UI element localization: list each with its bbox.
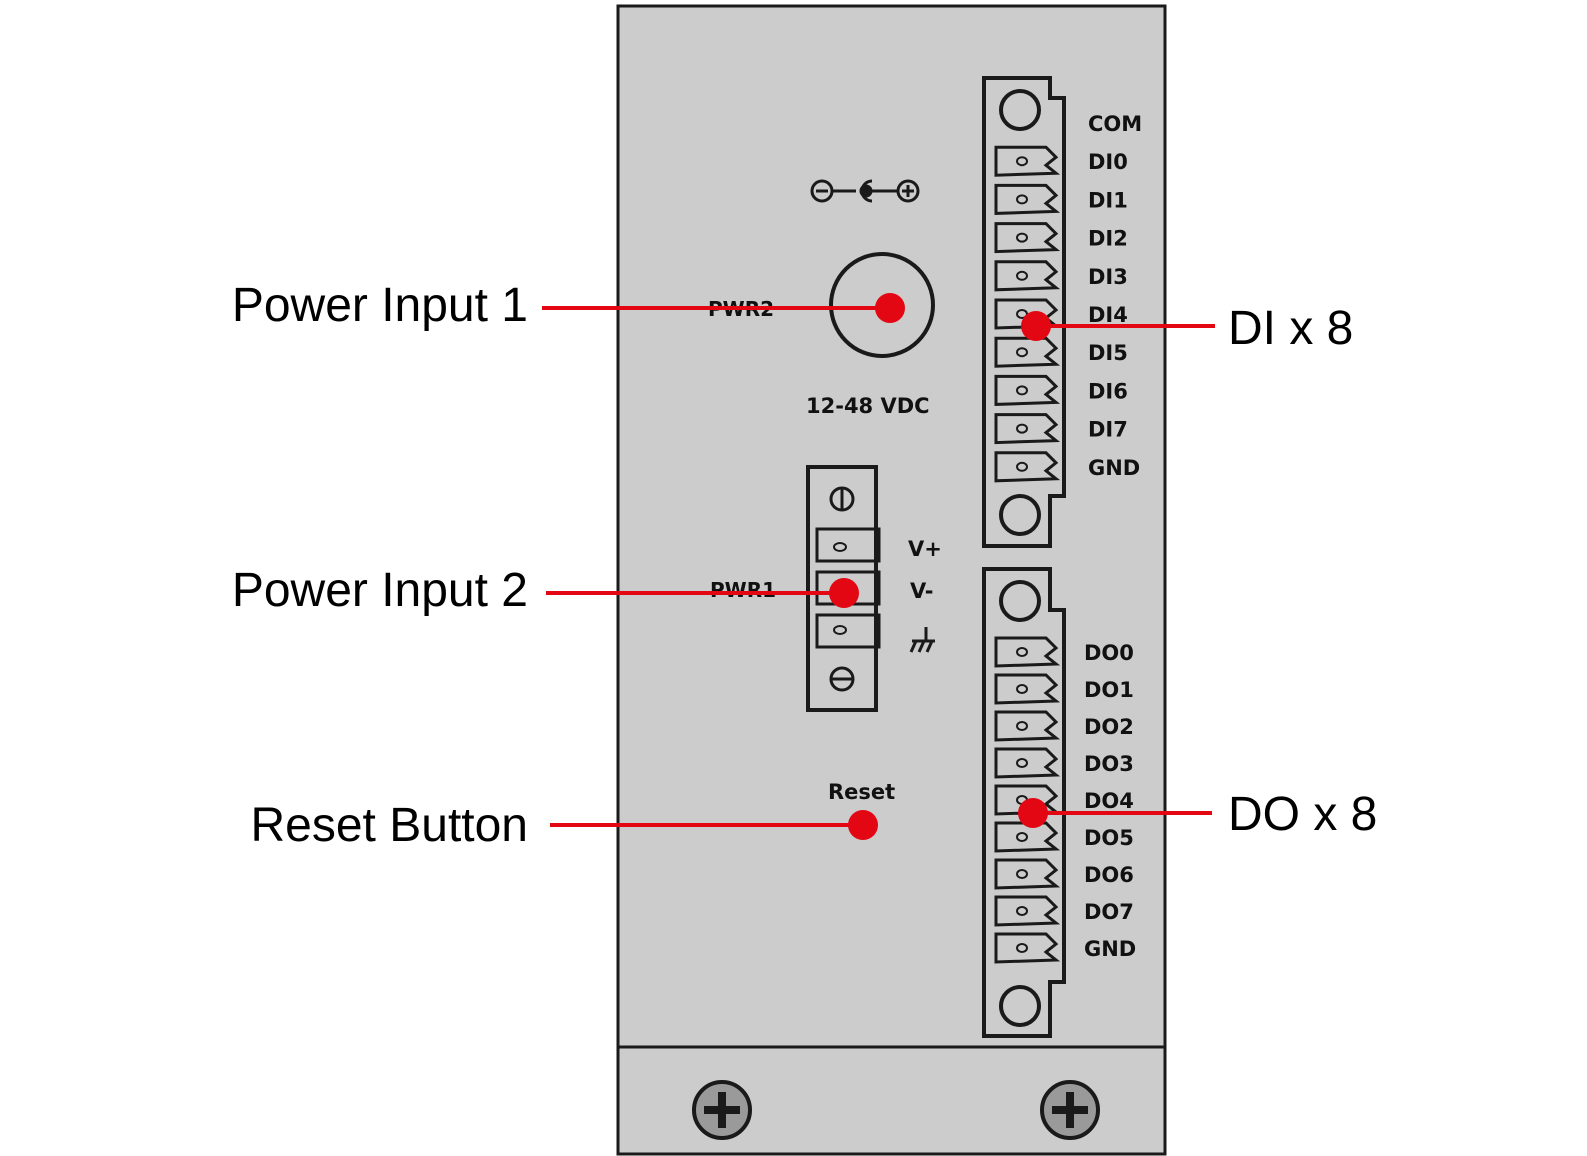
terminal-slot-icon: [994, 858, 1061, 890]
terminal-label: DI7: [1088, 418, 1128, 442]
pwr1-terminal-label: V+: [908, 537, 942, 561]
device-panel: [616, 4, 1167, 1156]
terminal-label: DI6: [1088, 379, 1128, 403]
pwr2-barrel-jack[interactable]: [829, 252, 935, 358]
dc-polarity-icon: [810, 179, 920, 203]
terminal-slot-icon: [994, 636, 1061, 668]
terminal-label: GND: [1088, 456, 1140, 480]
do-connector: [982, 567, 1066, 1038]
terminal-label: DO0: [1084, 641, 1134, 665]
pwr1-terminal-block: [806, 465, 881, 712]
terminal-slot-icon: [994, 932, 1061, 964]
terminal-label: DI2: [1088, 227, 1128, 251]
terminal-label: DO6: [1084, 863, 1134, 887]
callout-label-di-x8: DI x 8: [1228, 302, 1353, 355]
terminal-label: DI4: [1088, 303, 1128, 327]
di-connector: [982, 76, 1066, 548]
terminal-slot-icon: [994, 413, 1061, 445]
callout-label-reset-button: Reset Button: [251, 799, 529, 852]
callout-label-power-input-1: Power Input 1: [232, 279, 528, 332]
terminal-label: DI1: [1088, 188, 1128, 212]
terminal-slot-icon: [994, 821, 1061, 853]
callout-di-x8: [1021, 311, 1215, 341]
terminal-label: DO4: [1084, 789, 1134, 813]
reset-label: Reset: [828, 780, 895, 804]
terminal-slot-icon: [994, 747, 1061, 779]
terminal-label: GND: [1084, 937, 1136, 961]
terminal-slot-icon: [994, 895, 1061, 927]
terminal-label: DO3: [1084, 752, 1134, 776]
terminal-label: DO1: [1084, 678, 1134, 702]
terminal-label: DI0: [1088, 150, 1128, 174]
callout-label-power-input-2: Power Input 2: [232, 564, 528, 617]
pwr1-terminal-label: V-: [910, 579, 933, 603]
terminal-slot-icon: [994, 336, 1061, 368]
terminal-slot-icon: [994, 222, 1061, 254]
terminal-slot-icon: [994, 145, 1061, 177]
terminal-slot-icon: [994, 710, 1061, 742]
terminal-slot-icon: [994, 183, 1061, 215]
terminal-label: DO7: [1084, 900, 1134, 924]
terminal-label: DO2: [1084, 715, 1134, 739]
callout-do-x8: [1018, 798, 1212, 828]
mounting-screw-left-icon: [692, 1080, 752, 1140]
terminal-slot-icon: [994, 673, 1061, 705]
callout-power-input-2: [546, 578, 859, 608]
mounting-screw-right-icon: [1040, 1080, 1100, 1140]
terminal-label: DO5: [1084, 826, 1134, 850]
ground-icon: [909, 627, 935, 653]
terminal-slot-icon: [994, 451, 1061, 483]
terminal-label: DI5: [1088, 341, 1128, 365]
terminal-label: COM: [1088, 112, 1142, 136]
terminal-label: DI3: [1088, 265, 1128, 289]
terminal-slot-icon: [994, 260, 1061, 292]
callout-reset-button: [550, 810, 878, 840]
voltage-label: 12-48 VDC: [806, 394, 930, 418]
callout-label-do-x8: DO x 8: [1228, 788, 1377, 841]
pwr1-label: PWR1: [710, 578, 776, 602]
terminal-slot-icon: [994, 374, 1061, 406]
callout-power-input-1: [542, 293, 905, 323]
